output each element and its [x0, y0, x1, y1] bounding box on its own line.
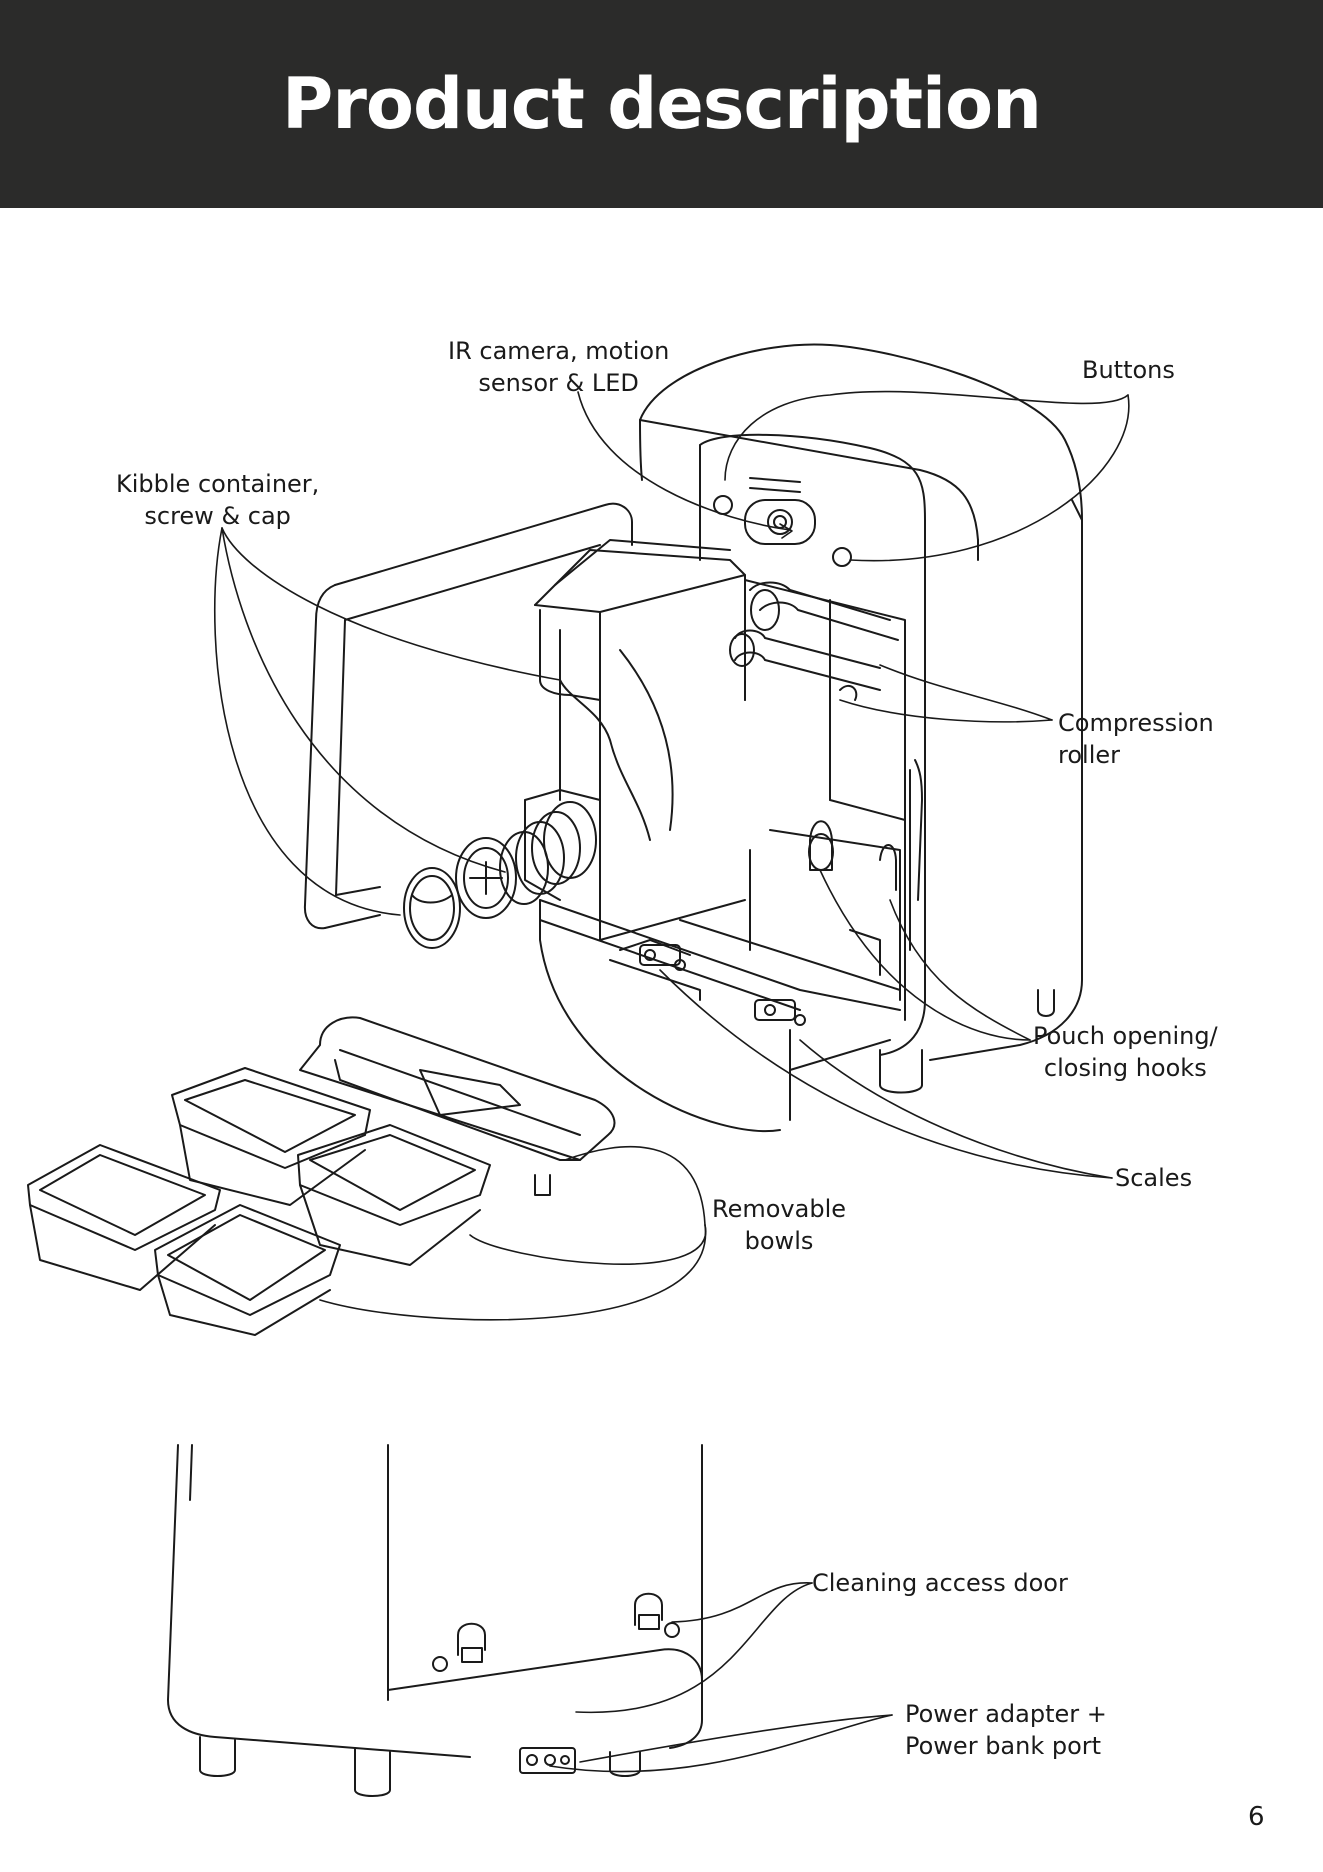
label-removable-bowls: Removable bowls [712, 1193, 846, 1257]
label-scales: Scales [1115, 1162, 1192, 1194]
bowls-drawing [28, 1017, 614, 1335]
leader-lines [215, 392, 1129, 1772]
label-ir-camera: IR camera, motion sensor & LED [448, 335, 669, 399]
feeder-body-drawing [540, 344, 1082, 1131]
label-kibble-container: Kibble container, screw & cap [116, 468, 319, 532]
screw-cap-drawing [404, 802, 596, 948]
label-cleaning-door: Cleaning access door [812, 1567, 1068, 1599]
back-view-drawing [168, 1445, 702, 1796]
label-compression-roller: Compression roller [1058, 707, 1214, 771]
page-number: 6 [1248, 1802, 1265, 1832]
label-power-port: Power adapter + Power bank port [905, 1698, 1107, 1762]
label-buttons: Buttons [1082, 354, 1175, 386]
door-panel-drawing [305, 504, 632, 929]
label-pouch-hooks: Pouch opening/ closing hooks [1033, 1020, 1218, 1084]
